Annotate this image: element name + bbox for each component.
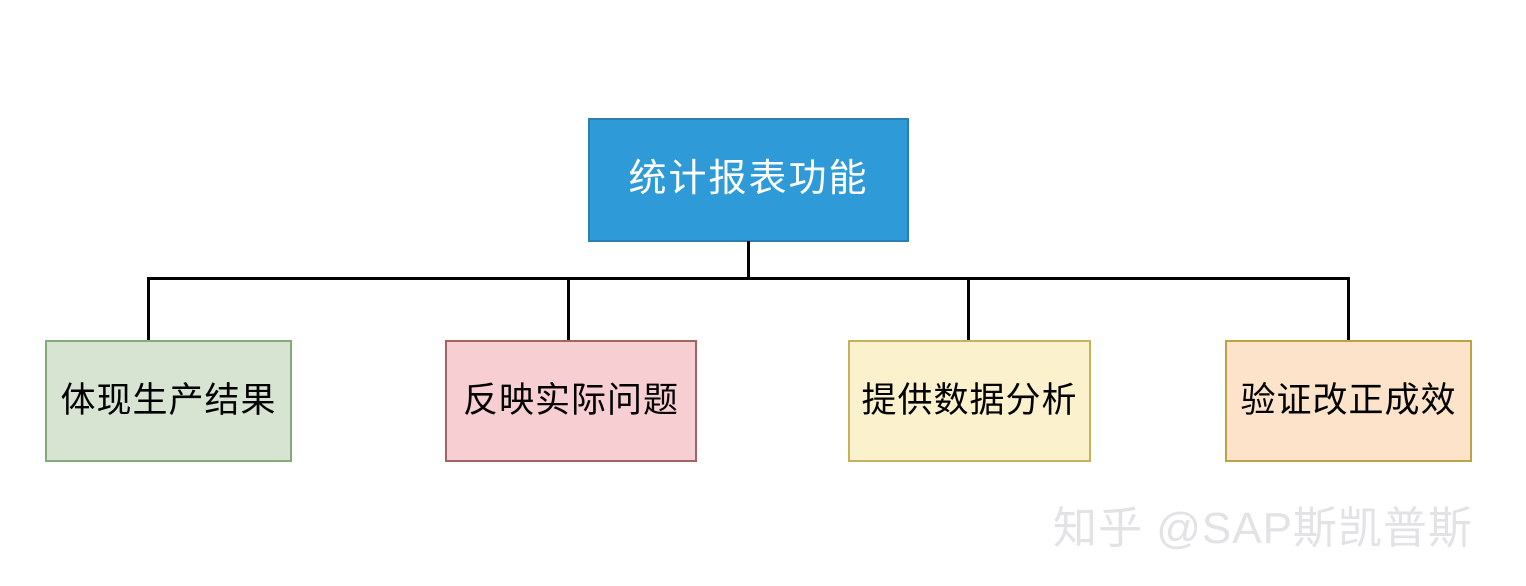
- connector-drop-child-3: [967, 277, 970, 341]
- connector-drop-child-4: [1347, 277, 1350, 341]
- node-root[interactable]: 统计报表功能: [588, 118, 909, 242]
- node-child-4[interactable]: 验证改正成效: [1225, 340, 1472, 462]
- node-child-1[interactable]: 体现生产结果: [45, 340, 292, 462]
- watermark-text: 知乎 @SAP斯凯普斯: [1053, 504, 1473, 553]
- connector-horizontal-bus: [147, 277, 1350, 280]
- connector-root-stem: [747, 241, 750, 279]
- connector-drop-child-1: [147, 277, 150, 341]
- node-child-2[interactable]: 反映实际问题: [445, 340, 697, 462]
- node-child-3[interactable]: 提供数据分析: [848, 340, 1091, 462]
- connector-drop-child-2: [567, 277, 570, 341]
